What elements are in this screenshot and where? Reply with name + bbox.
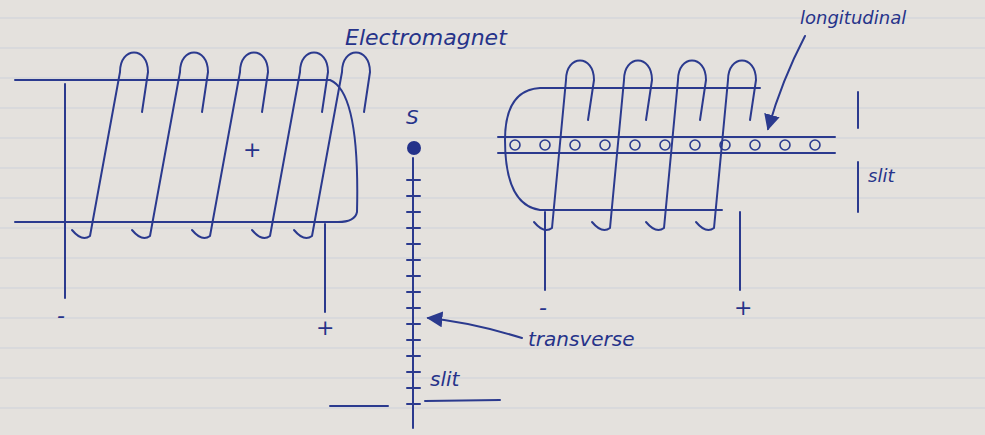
coil-turn bbox=[192, 53, 268, 239]
slit-tick bbox=[407, 259, 420, 261]
slit-label: slit bbox=[868, 166, 894, 186]
slit-tick bbox=[407, 355, 420, 357]
slit-bracket bbox=[857, 92, 859, 212]
ruled-line bbox=[0, 168, 985, 169]
coil-turn bbox=[592, 61, 652, 231]
slit-circle bbox=[630, 140, 640, 150]
coil-turn bbox=[646, 61, 706, 231]
ruled-line bbox=[0, 138, 985, 139]
slit-circle bbox=[570, 140, 580, 150]
slit-tick bbox=[407, 387, 420, 389]
ruled-lines bbox=[0, 18, 985, 408]
slit-circles bbox=[510, 140, 820, 150]
slit-tick bbox=[407, 211, 420, 213]
coil-turn bbox=[696, 61, 756, 231]
terminal-lead bbox=[64, 84, 66, 298]
slit-circle bbox=[600, 140, 610, 150]
slit-ticks bbox=[407, 180, 420, 404]
callout-label: longitudinal bbox=[800, 8, 906, 28]
ruled-line bbox=[0, 318, 985, 319]
terminal-sign: + bbox=[316, 316, 334, 340]
slit-circle bbox=[750, 140, 760, 150]
slit-circle bbox=[540, 140, 550, 150]
polarity-sign: + bbox=[243, 138, 261, 162]
ruled-line bbox=[0, 108, 985, 109]
leader-arrow bbox=[768, 36, 805, 129]
coil-windings bbox=[72, 53, 370, 239]
slit-tick bbox=[407, 243, 420, 245]
terminal-sign: - bbox=[539, 296, 547, 320]
coil-windings bbox=[534, 61, 756, 231]
title-label: Electromagnet bbox=[345, 26, 507, 50]
slit-tick bbox=[407, 339, 420, 341]
underline bbox=[425, 400, 500, 401]
slit-tick bbox=[407, 179, 420, 181]
slit-tick bbox=[407, 227, 420, 229]
coil-turn bbox=[132, 53, 208, 239]
terminal-sign: + bbox=[734, 296, 752, 320]
ruled-line bbox=[0, 288, 985, 289]
longitudinal-slit bbox=[498, 137, 835, 153]
coil-turn bbox=[72, 53, 148, 239]
ruled-line bbox=[0, 228, 985, 229]
terminal-lead bbox=[324, 224, 326, 312]
coil-turn bbox=[294, 53, 370, 239]
ruled-line bbox=[0, 408, 985, 409]
leader-arrow bbox=[428, 318, 522, 338]
ruled-line bbox=[0, 198, 985, 199]
slit-label: slit bbox=[430, 368, 459, 390]
slit-circle bbox=[810, 140, 820, 150]
slit-tick bbox=[407, 323, 420, 325]
slit-tick bbox=[407, 291, 420, 293]
slit-tick bbox=[407, 275, 420, 277]
slit-tick bbox=[407, 307, 420, 309]
terminal-lead bbox=[739, 212, 741, 290]
ruled-line bbox=[0, 258, 985, 259]
terminal-lead bbox=[544, 212, 546, 290]
ruled-line bbox=[0, 348, 985, 349]
slit-tick bbox=[407, 403, 420, 405]
ruled-line bbox=[0, 378, 985, 379]
source-label: S bbox=[406, 106, 419, 128]
slit-circle bbox=[510, 140, 520, 150]
coil-turn bbox=[534, 61, 594, 231]
underline bbox=[330, 405, 388, 407]
callout-label: transverse bbox=[528, 328, 635, 350]
slit-tick bbox=[407, 371, 420, 373]
coil-core bbox=[15, 80, 357, 222]
slit-circle bbox=[660, 140, 670, 150]
slit-circle bbox=[690, 140, 700, 150]
terminal-sign: - bbox=[57, 304, 65, 328]
slit-tick bbox=[407, 195, 420, 197]
slit-circle bbox=[780, 140, 790, 150]
source-dot bbox=[407, 141, 421, 155]
